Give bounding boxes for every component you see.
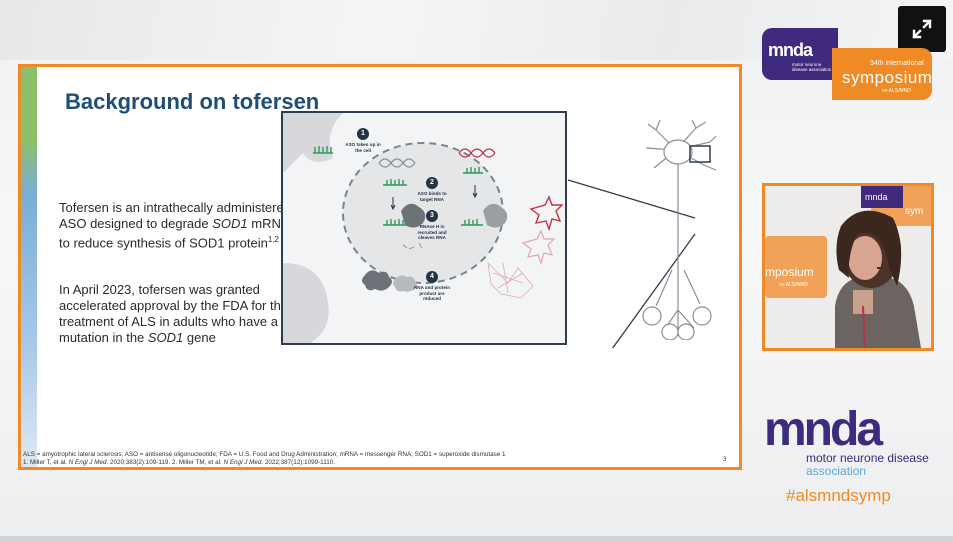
para1-text-b: mRNA to reduce synthesis of SOD1 protein [59,216,289,251]
svg-text:mposium: mposium [765,265,814,279]
slide-page-number: 3 [723,457,727,463]
diagram-illustration [283,113,564,343]
mnda-logo-subtitle-small: motor neurone disease association [792,62,832,72]
speaker-video-frame: mnda sym mposium on ALS/MND [765,186,931,348]
step-1-text: ASO taken up in the cell [345,142,381,153]
slide-paragraph-1: Tofersen is an intrathecally administere… [59,200,299,251]
step-1-number: 1 [357,128,369,140]
mnda-logo-text-small: mnda [768,40,813,60]
footnote-references: 1. Miller T, et al. N Engl J Med. 2020;3… [23,459,723,467]
para1-citation: 1,2 [267,235,279,244]
logo-orange-block [832,48,932,100]
zoom-connector-lines [567,179,696,348]
step-4-number: 4 [426,271,438,283]
logo-purple-block [762,28,838,80]
step-3-number: 3 [426,210,438,222]
step-3-text: RNAse H is recruited and cleaves RNA [417,224,447,240]
mnda-tagline-2: association [806,464,867,478]
ref-2-author: 2020;383(2):109-119. 2. Miller TM, et al… [108,459,224,466]
para2-text-a: In April 2023, tofersen was granted acce… [59,282,289,345]
bottom-bar [0,536,953,542]
step-4-text: RNA and protein product are reduced [413,285,451,301]
para1-text-a: Tofersen is an intrathecally administere… [59,200,291,231]
expand-icon [912,19,932,39]
svg-text:mnda: mnda [865,192,888,202]
para2-text-b: gene [183,330,216,345]
mnda-tagline-1: motor neurone disease [806,451,929,465]
slide-paragraph-2: In April 2023, tofersen was granted acce… [59,282,299,346]
para2-gene: SOD1 [147,330,184,345]
ref-2-journal: N Engl J Med. [223,459,264,466]
slide-title: Background on tofersen [65,89,320,114]
ref-1-author: 1. Miller T, et al. [23,459,69,466]
expand-button[interactable] [898,6,946,52]
ref-2-citation: 2022;387(12):1099-1110. [263,459,335,466]
speaker-video: mnda sym mposium on ALS/MND [762,183,934,351]
neuron-illustration [642,120,716,340]
mnda-logo-text: mnda [764,403,883,456]
svg-text:sym: sym [905,206,923,217]
mechanism-diagram: 1 ASO taken up in the cell 2 ASO binds t… [281,111,567,345]
svg-text:on ALS/MND: on ALS/MND [779,282,808,288]
slide-color-band [21,67,37,467]
ref-1-journal: N Engl J Med. [68,459,109,466]
symposium-word: symposium [842,68,933,87]
slide-footnote: ALS = amyotrophic lateral sclerosis; ASO… [23,451,723,467]
symposium-topic: on ALS/MND [882,88,911,94]
symposium-edition: 34th international [870,60,924,67]
event-hashtag: #alsmndsymp [786,486,891,505]
para1-gene: SOD1 [212,216,248,231]
step-2-text: ASO binds to target RNA [417,191,447,202]
symposium-logo: mnda motor neurone disease association 3… [762,28,934,102]
mnda-logo: mnda [764,402,883,457]
footnote-abbreviations: ALS = amyotrophic lateral sclerosis; ASO… [23,451,506,458]
step-2-number: 2 [426,177,438,189]
